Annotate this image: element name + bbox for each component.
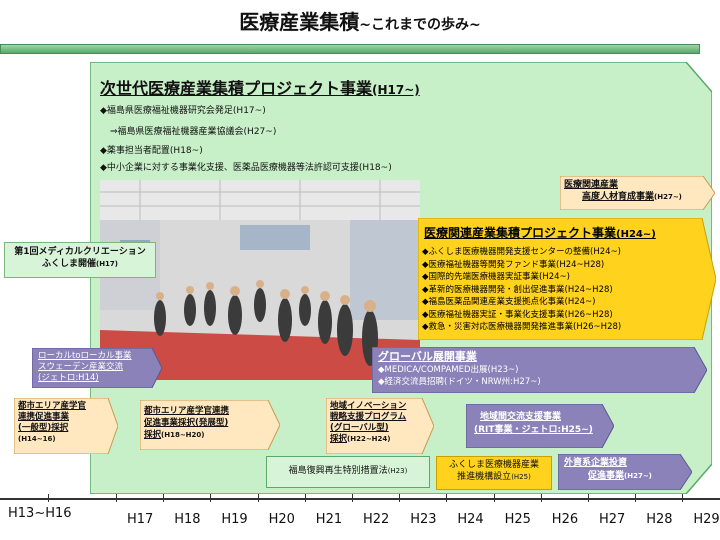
- kanren-project-title: 医療関連産業集積プロジェクト事業(H24~): [424, 226, 656, 240]
- kanren-bullet: ◆医療福祉機器実証・事業化支援事業(H26~H28): [422, 309, 613, 320]
- timeline-tick: [48, 494, 49, 502]
- gaishi-shape: [558, 454, 692, 490]
- main-project-title: 次世代医療産業集積プロジェクト事業(H17~): [100, 79, 420, 98]
- page-title: 医療産業集積~これまでの歩み~: [239, 10, 481, 34]
- timeline-tick: [257, 494, 259, 502]
- timeline-year-H21: H21: [315, 512, 343, 527]
- timeline-year-H26: H26: [551, 512, 579, 527]
- timeline-tick: [446, 494, 448, 502]
- timeline-year-H23: H23: [410, 512, 437, 527]
- global-label: グローバル展開事業 ◆MEDICA/COMPAMED出展(H23~) ◆経済交流…: [378, 350, 541, 387]
- timeline-year-H29: H29: [693, 512, 720, 527]
- timeline-tick: [352, 494, 353, 502]
- kanren-bullet: ◆ふくしま医療機器開発支援センターの整備(H24~): [422, 247, 622, 257]
- kanren-bullets: ◆ふくしま医療機器開発支援センターの整備(H24~) ◆医療福祉機器等開発ファン…: [422, 246, 621, 334]
- kanren-bullet: ◆医療福祉機器等開発ファンド事業(H24~H28): [422, 259, 605, 270]
- chiikikan-shape: [466, 404, 614, 448]
- fukko-law-box: 福島復興再生特別措置法(H23): [266, 456, 430, 488]
- timeline-year-H28: H28: [646, 512, 673, 527]
- main-bullet-3: ◆薬事担当者配置(H18~): [100, 146, 203, 156]
- kanren-bullet: ◆革新的医療機器開発・創出促進事業(H24~H28): [422, 284, 613, 295]
- timeline-first-label: H13~H16: [8, 506, 72, 521]
- timeline-year-H24: H24: [457, 512, 484, 527]
- timeline-tick: [116, 494, 117, 502]
- timeline-tick: [163, 494, 165, 502]
- kanren-bullet: ◆救急・災害対応医療機器開発推進事業(H26~H28): [422, 322, 622, 332]
- timeline-year-H27: H27: [599, 512, 626, 527]
- kanren-bullet: ◆福島医薬品関連産業支援拠点化事業(H24~): [422, 297, 596, 307]
- timeline-axis: [0, 498, 720, 500]
- timeline-tick: [588, 494, 589, 502]
- chiikikan-label: 地域間交流支援事業 (RIT事業・ジェトロ:H25~): [474, 412, 593, 435]
- timeline-year-H17: H17: [127, 512, 154, 527]
- timeline-tick: [210, 494, 212, 502]
- timeline-year-H18: H18: [174, 512, 201, 527]
- top-bar: [0, 44, 700, 54]
- global-arrow-shape: [372, 347, 707, 393]
- timeline-year-H25: H25: [504, 512, 531, 527]
- hr-arrow-shape: [560, 176, 715, 210]
- timeline-tick: [304, 494, 306, 502]
- sweden-arrow-shape: [32, 348, 162, 388]
- timeline-tick: [493, 494, 495, 502]
- timeline-tick: [399, 494, 401, 502]
- toshi-general-shape: [14, 398, 118, 454]
- center-established-box: ふくしま医療機器産業 推進機構設立(H25): [436, 456, 552, 490]
- kanren-arrow-shape: [418, 218, 716, 340]
- timeline-year-H20: H20: [268, 512, 295, 527]
- chiiki-innov-label: 地域イノベーション 戦略支援プログラム (グローバル型) 採択(H22~H24): [330, 401, 407, 444]
- chiiki-innov-shape: [326, 398, 434, 454]
- timeline-tick: [635, 494, 637, 502]
- sweden-label: ローカルtoローカル事業 スウェーデン産業交流 (ジェトロ:H14): [38, 351, 132, 383]
- main-bullet-1: ◆福島県医療福祉機器研究会発足(H17~): [100, 106, 266, 116]
- timeline-year-H22: H22: [363, 512, 390, 527]
- kanren-bullet: ◆国際的先端医療機器実証事業(H24~): [422, 272, 571, 282]
- main-bullet-4: ◆中小企業に対する事業化支援、医薬品医療機器等法許認可支援(H18~): [100, 163, 392, 173]
- hr-project-label: 医療関連産業 高度人材育成事業(H27~): [564, 180, 682, 202]
- timeline-tick: [540, 494, 542, 502]
- toshi-general-label: 都市エリア産学官 連携促進事業 (一般型)採択 (H14~16): [18, 401, 87, 443]
- timeline-year-H19: H19: [221, 512, 248, 527]
- timeline-tick: [682, 494, 684, 502]
- toshi-hatten-label: 都市エリア産学官連携 促進事業採択(発展型) 採択(H18~H20): [144, 406, 230, 440]
- gaishi-label: 外資系企業投資 促進事業(H27~): [564, 458, 652, 481]
- medical-creation-box: 第1回メディカルクリエーション ふくしま開催(H17): [4, 242, 156, 278]
- main-bullet-2: ⇒福島県医療福祉機器産業協議会(H27~): [110, 127, 277, 137]
- toshi-hatten-shape: [140, 400, 280, 450]
